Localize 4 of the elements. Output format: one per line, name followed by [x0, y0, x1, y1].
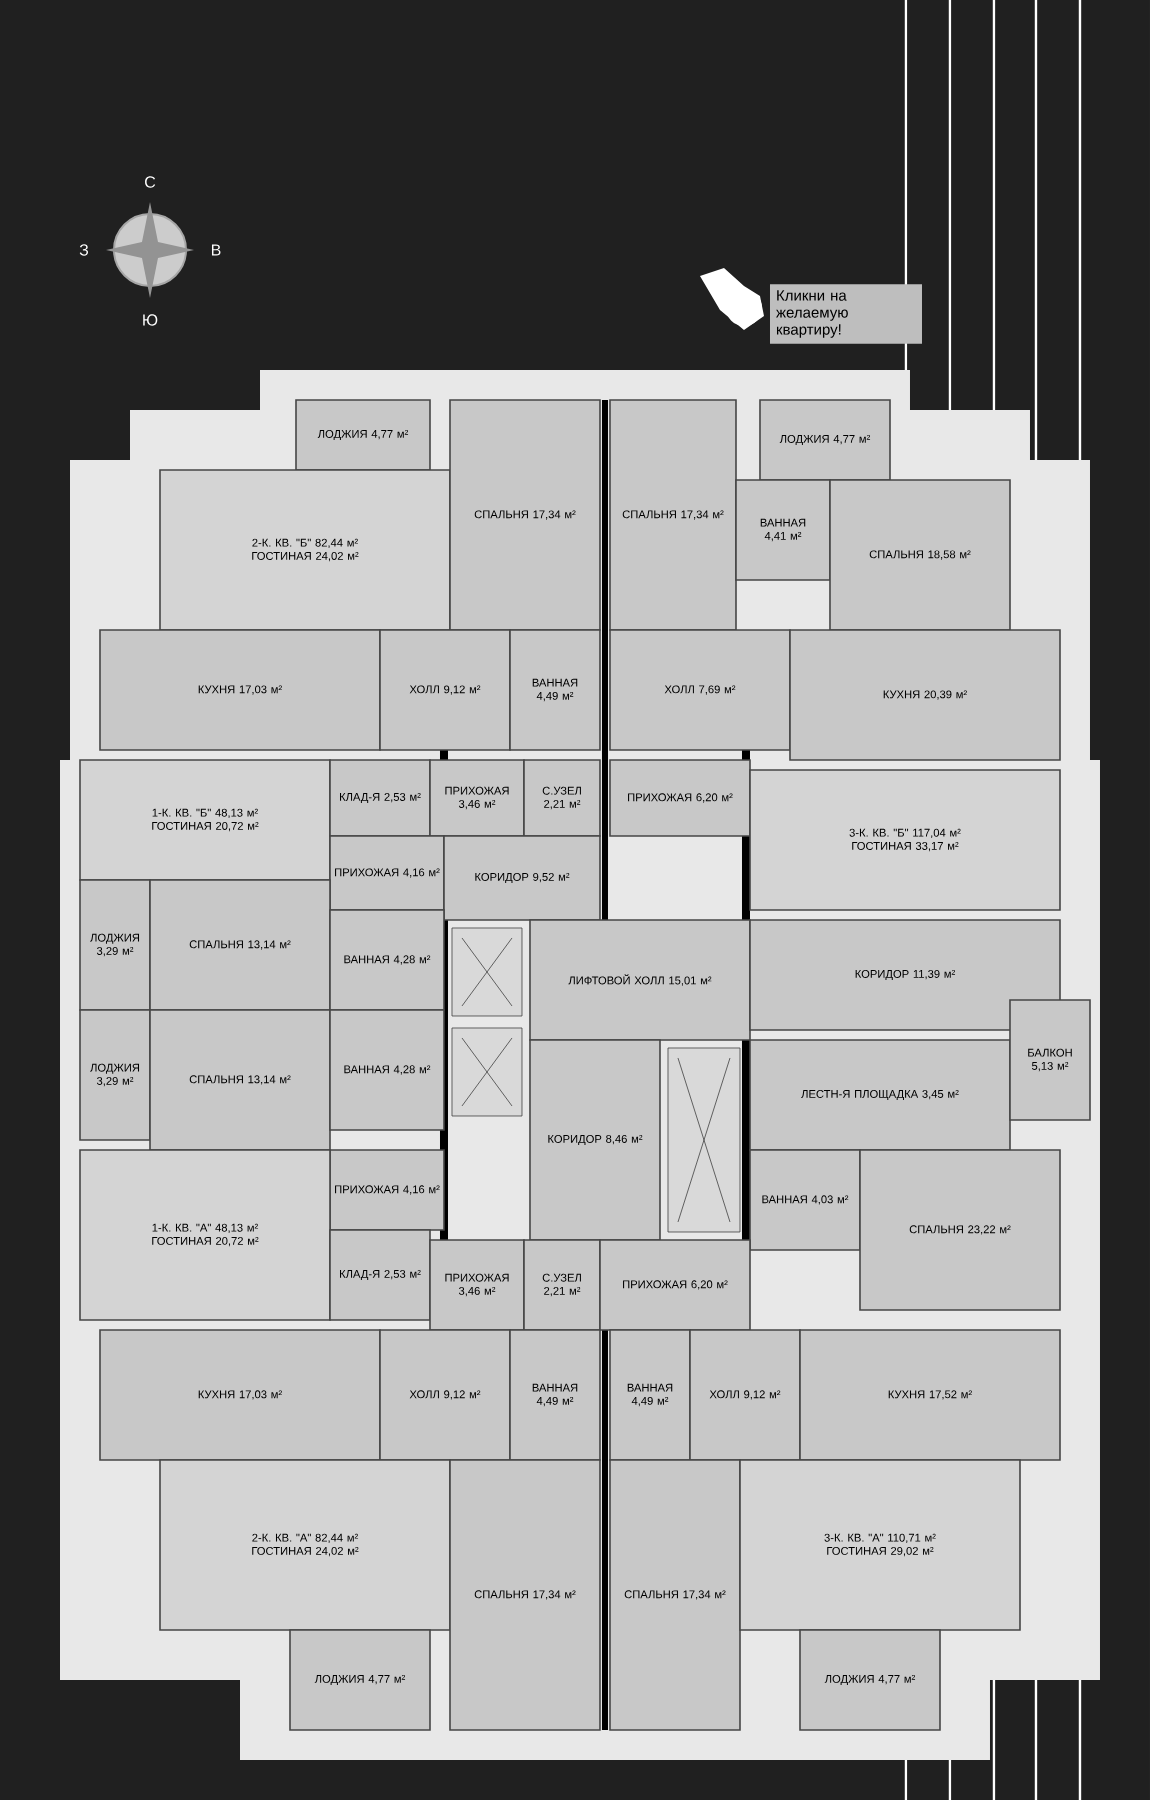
compass-letter: З: [79, 244, 89, 256]
compass-letter: С: [145, 176, 156, 188]
compass-letter: Ю: [143, 314, 158, 326]
compass-letter: В: [212, 244, 221, 256]
